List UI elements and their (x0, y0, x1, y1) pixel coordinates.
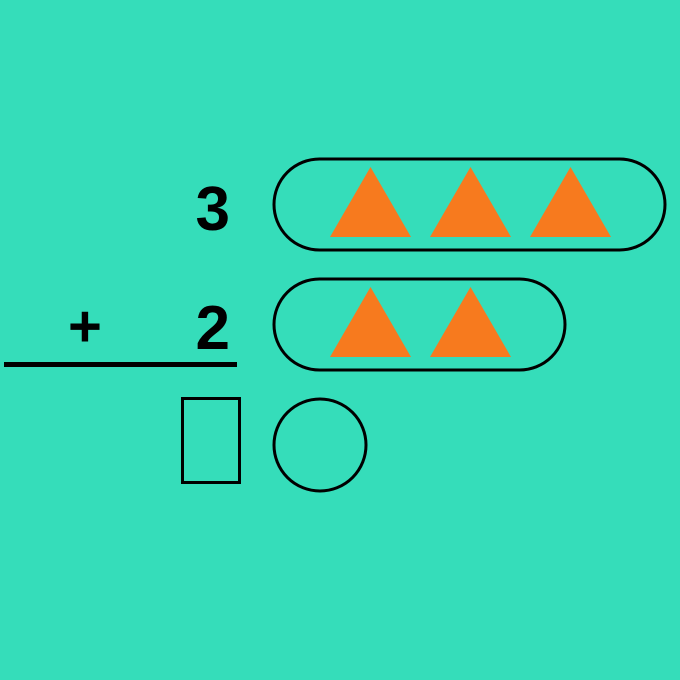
sum-line (4, 362, 237, 367)
top-addend: 3 (195, 175, 230, 244)
triangle-icon (330, 167, 411, 237)
top-group-pill (272, 157, 667, 252)
answer-box[interactable] (181, 397, 241, 484)
triangle-icon (430, 287, 511, 357)
triangle-icon (330, 287, 411, 357)
bottom-addend: 2 (195, 294, 230, 363)
empty-circle-icon (272, 397, 368, 493)
triangle-icon (530, 167, 611, 237)
bottom-group-pill (272, 277, 567, 372)
bottom-group-triangles (330, 287, 511, 357)
triangle-icon (430, 167, 511, 237)
plus-sign: + (68, 294, 102, 359)
top-group-triangles (330, 167, 611, 237)
